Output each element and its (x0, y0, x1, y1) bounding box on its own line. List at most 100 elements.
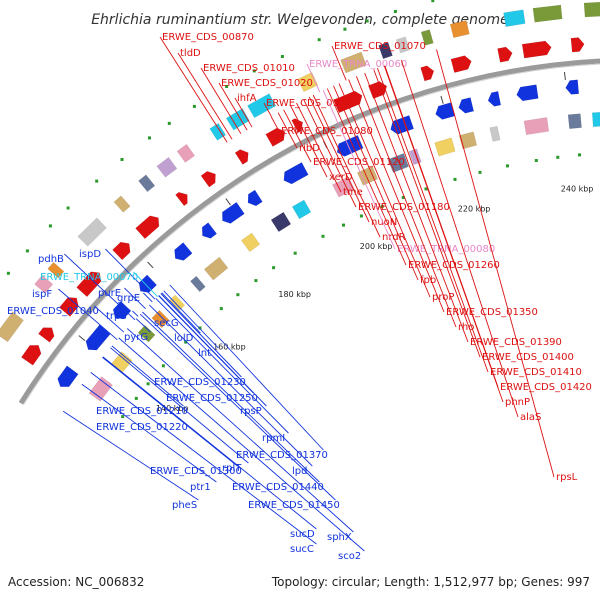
gc-dot (534, 159, 538, 162)
reverse-gene-arrow (336, 135, 364, 157)
label-leader-line (270, 116, 280, 132)
label-leader-line (133, 271, 158, 298)
gc-dot (236, 293, 240, 297)
label-leader-line (355, 76, 457, 328)
gene-block (523, 117, 550, 136)
label-leader-line (308, 96, 370, 223)
gc-dot (401, 196, 405, 199)
gene-block (169, 294, 186, 311)
label-leader-line (64, 253, 136, 321)
gc-dot (343, 27, 347, 31)
gene-block (0, 311, 24, 343)
forward-gene-arrow (21, 345, 42, 366)
gc-dot (192, 104, 196, 108)
label-leader-line (148, 304, 313, 467)
kbp-tick-label: 180 kbp (278, 290, 311, 299)
reverse-gene-label: secG (154, 318, 179, 329)
reverse-gene-label: sucD (290, 529, 315, 540)
kbp-tick-label: 140 kbp (156, 404, 189, 413)
gene-block (357, 165, 378, 186)
label-leader-line (348, 79, 445, 313)
gene-block (503, 9, 526, 27)
label-leader-line (364, 72, 469, 343)
gc-dot (6, 271, 10, 275)
gc-dot (167, 121, 171, 125)
forward-gene-label: ERWE_CDS_01420 (500, 382, 592, 393)
reverse-gene-label: sucC (290, 544, 314, 555)
backbone-ring (18, 58, 600, 405)
forward-gene-label: ERWE_CDS_01260 (408, 260, 500, 271)
label-leader-line (163, 290, 219, 349)
label-leader-line (118, 337, 365, 552)
label-leader-line (326, 88, 407, 266)
label-leader-line (132, 310, 139, 317)
forward-gene-label: xerD (329, 172, 353, 183)
gene-block (203, 256, 229, 281)
reverse-gene-label: pyrG (124, 332, 148, 343)
reverse-gene-arrow (201, 222, 217, 239)
kbp-tick-mark (225, 198, 231, 206)
gene-block (567, 113, 582, 130)
reverse-gene-label: ptr1 (190, 482, 211, 493)
gc-dot (424, 187, 428, 191)
reverse-gene-arrow (516, 84, 539, 102)
label-leader-line (159, 36, 228, 143)
reverse-gene-label: rpsP (240, 406, 262, 417)
gc-dot (431, 0, 435, 3)
reverse-gene-label: ispD (79, 249, 101, 260)
gc-dot (453, 177, 457, 181)
forward-gene-label: ERWE_CDS_00870 (162, 32, 254, 43)
kbp-tick-label: 240 kbp (561, 184, 594, 193)
forward-gene-label: rpsL (556, 472, 578, 483)
label-leader-line (105, 248, 156, 300)
gc-dot (272, 266, 276, 270)
forward-gene-arrow (200, 171, 216, 188)
kbp-tick-label: 220 kbp (458, 204, 491, 213)
gene-block (340, 51, 367, 74)
reverse-gene-arrow (138, 274, 157, 293)
gene-block (190, 275, 206, 292)
label-leader-line (111, 345, 184, 407)
gene-block (225, 108, 250, 131)
forward-gene-arrow (112, 241, 131, 261)
reverse-gene-label: ERWE_CDS_01250 (166, 393, 258, 404)
gc-dot (321, 234, 325, 238)
gc-dot (365, 19, 369, 23)
forward-gene-arrow (38, 327, 55, 343)
label-leader-line (312, 94, 381, 238)
gene-block (47, 261, 65, 279)
gc-dot (317, 38, 321, 42)
reverse-gene-label: trpS (106, 311, 127, 322)
label-leader-line (142, 311, 320, 483)
label-leader-line (303, 99, 357, 208)
forward-gene-label: ERWE_CDS_01120 (313, 157, 405, 168)
reverse-gene-label: ERWE_CDS_01370 (236, 450, 328, 461)
gc-dot (25, 249, 29, 253)
forward-gene-label: ERWE_CDS_01070 (334, 41, 426, 52)
label-leader-line (169, 284, 324, 451)
reverse-gene-label: ERWE_CDS_01040 (7, 306, 99, 317)
gene-block (34, 274, 54, 294)
forward-gene-label: phnP (505, 397, 530, 408)
gc-dot (134, 396, 138, 400)
gene-block (270, 211, 292, 232)
forward-gene-arrow (135, 215, 160, 239)
gc-dot (556, 155, 560, 159)
label-leader-line (296, 102, 342, 193)
label-leader-line (218, 82, 248, 131)
label-leader-line (177, 52, 233, 140)
label-leader-line (436, 49, 555, 478)
label-leader-line (400, 59, 519, 418)
gc-dot (120, 158, 124, 161)
reverse-gene-arrow (174, 242, 193, 261)
gc-dot (578, 153, 581, 157)
gene-block (449, 20, 470, 39)
label-leader-line (90, 372, 317, 545)
gc-dot (198, 326, 202, 330)
reverse-trna-label: ERWE_TRNA_00070 (40, 272, 138, 283)
kbp-tick-mark (440, 95, 444, 104)
gc-dot (148, 136, 151, 140)
label-leader-line (143, 292, 153, 303)
